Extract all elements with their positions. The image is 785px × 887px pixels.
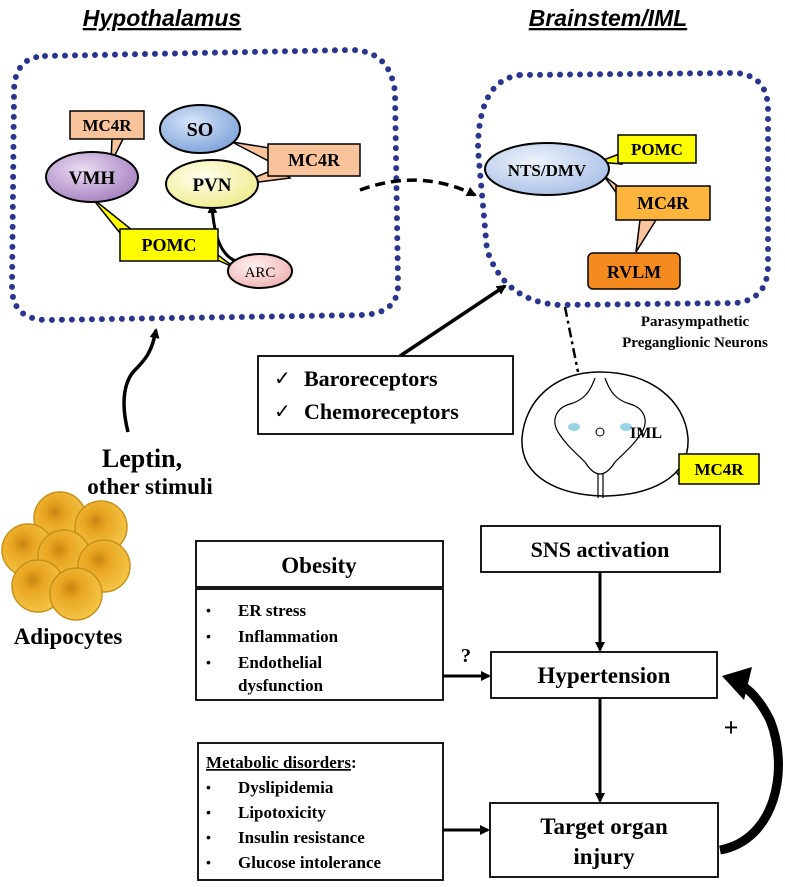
pomc-tag-hypothalamus-label: POMC xyxy=(142,235,197,255)
pomc-tag-hypothalamus xyxy=(119,228,219,262)
bullet: • xyxy=(206,804,211,820)
spinal-cord-section xyxy=(521,371,689,498)
so-nucleus xyxy=(159,104,241,154)
nts-dmv-nucleus xyxy=(484,142,610,196)
mc4r-tag-iml xyxy=(678,453,760,485)
metabolic-item-dyslipidemia: Dyslipidemia xyxy=(238,778,334,797)
leptin-label-2: other stimuli xyxy=(87,474,213,499)
feedback-loop-arrow xyxy=(718,680,783,855)
mc4r-tag-brainstem xyxy=(615,185,711,221)
pomc-tag-brainstem-label: POMC xyxy=(631,140,683,159)
metabolic-title-colon: : xyxy=(351,753,357,772)
mc4r-tag-iml-label: MC4R xyxy=(694,460,744,479)
chemoreceptors-label: Chemoreceptors xyxy=(304,399,459,424)
pomc-tag-brainstem xyxy=(617,134,697,164)
leptin-to-hypothalamus-arrow xyxy=(122,328,160,433)
vmh-nucleus xyxy=(45,151,139,203)
check-mark-chemoreceptors: ✓ xyxy=(274,401,291,423)
feedback-arrowhead xyxy=(722,667,752,700)
bullet: • xyxy=(206,779,211,795)
metabolic-item-glucose-intolerance: Glucose intolerance xyxy=(238,853,382,872)
check-mark-baroreceptors: ✓ xyxy=(274,368,291,390)
target-organ-injury-box xyxy=(489,802,719,878)
metabolic-item-insulin-resistance: Insulin resistance xyxy=(238,828,365,847)
vmh-label: VMH xyxy=(69,168,116,189)
brainstem-title: Brainstem/IML xyxy=(529,5,687,31)
mc4r-tag-vmh-label: MC4R xyxy=(82,116,132,135)
hypertension-box xyxy=(490,651,718,699)
mc4r-tag-pvn xyxy=(267,143,361,177)
so-label: SO xyxy=(187,119,214,141)
hypothalamus-to-brainstem-arrow xyxy=(359,178,477,197)
bullet: • xyxy=(206,854,211,870)
baroreceptors-label: Baroreceptors xyxy=(304,366,438,391)
arc-label: ARC xyxy=(245,265,276,281)
obesity-title-box xyxy=(195,540,444,588)
pvn-label: PVN xyxy=(192,175,231,196)
sns-activation-box xyxy=(480,525,721,573)
sns-activation-label: SNS activation xyxy=(531,537,670,562)
obesity-item-er-stress: ER stress xyxy=(238,601,307,620)
parasympathetic-label-2: Preganglionic Neurons xyxy=(622,335,768,351)
obesity-item-dysfunction: dysfunction xyxy=(238,676,324,695)
hypothalamus-title: Hypothalamus xyxy=(83,5,241,31)
bullet: • xyxy=(206,628,211,644)
arc-nucleus xyxy=(227,253,293,289)
iml-label: IML xyxy=(630,425,662,442)
mc4r-tag-vmh xyxy=(69,110,145,140)
obesity-title: Obesity xyxy=(281,553,357,578)
brainstem-region xyxy=(474,69,771,309)
receptors-box xyxy=(257,355,514,435)
adipocytes-cluster xyxy=(1,491,131,621)
mc4r-tag-brainstem-label: MC4R xyxy=(637,193,690,213)
metabolic-disorders-box xyxy=(197,742,444,881)
rvlm-box xyxy=(587,252,681,290)
target-organ-label-1: Target organ xyxy=(540,814,668,839)
leptin-label-1: Leptin, xyxy=(102,444,182,473)
adipocytes-label: Adipocytes xyxy=(14,624,123,649)
bullet: • xyxy=(206,654,211,670)
metabolic-title-text: Metabolic disorders xyxy=(206,753,351,772)
mc4r-rvlm-pointer xyxy=(635,219,658,253)
target-organ-label-2: injury xyxy=(573,844,635,869)
obesity-item-endothelial: Endothelial xyxy=(238,653,322,672)
receptors-to-brainstem-arrow xyxy=(399,284,507,358)
bullet: • xyxy=(206,602,211,618)
nts-dmv-label: NTS/DMV xyxy=(508,161,587,180)
hypertension-label: Hypertension xyxy=(538,663,671,688)
obesity-list-box xyxy=(195,588,444,701)
parasympathetic-label-1: Parasympathetic xyxy=(641,314,750,330)
pvn-nucleus xyxy=(165,159,259,209)
metabolic-disorders-title: Metabolic disorders: xyxy=(206,753,357,772)
rvlm-label: RVLM xyxy=(607,262,661,282)
metabolic-item-lipotoxicity: Lipotoxicity xyxy=(238,803,326,822)
brainstem-to-iml-line xyxy=(563,306,580,373)
feedback-plus: + xyxy=(724,713,739,742)
question-mark: ? xyxy=(461,645,471,667)
mc4r-tag-pvn-label: MC4R xyxy=(288,150,341,170)
bullet: • xyxy=(206,829,211,845)
obesity-item-inflammation: Inflammation xyxy=(238,627,339,646)
